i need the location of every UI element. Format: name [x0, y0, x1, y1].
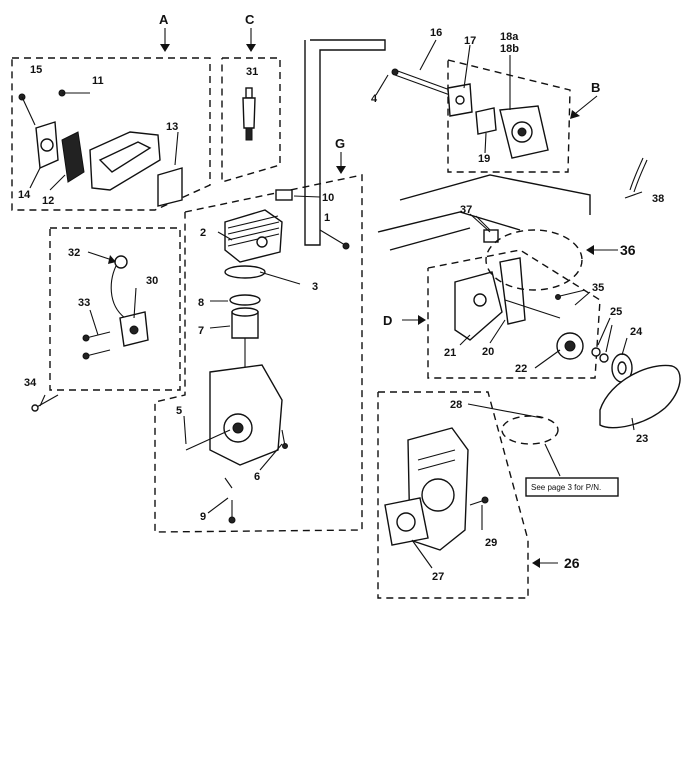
svg-text:19: 19: [478, 153, 490, 165]
svg-text:A: A: [159, 12, 169, 27]
svg-text:34: 34: [24, 377, 37, 389]
svg-text:18a: 18a: [500, 31, 519, 43]
group-label-c: C: [245, 12, 256, 52]
svg-text:3: 3: [312, 281, 318, 293]
bracket-20: [499, 257, 561, 325]
group-label-g: G: [335, 136, 346, 174]
group-box-a: [11, 57, 211, 211]
svg-text:9: 9: [200, 511, 206, 523]
housing-21: [454, 271, 503, 341]
callout-arrows: [39, 245, 618, 568]
screws-33: [82, 331, 111, 360]
svg-text:29: 29: [485, 537, 497, 549]
svg-text:11: 11: [92, 75, 104, 87]
screw-11: [58, 89, 90, 97]
fastener-37: [469, 213, 499, 243]
group-label-a: A: [159, 12, 170, 52]
screws-6: [281, 429, 288, 449]
group-box-d: [427, 249, 601, 379]
intake-19: [475, 107, 497, 135]
svg-text:25: 25: [610, 306, 622, 318]
svg-text:26: 26: [564, 555, 580, 571]
svg-text:2: 2: [200, 227, 206, 239]
svg-text:5: 5: [176, 405, 182, 417]
group-box-26: [377, 391, 529, 599]
cylinder: [224, 209, 283, 263]
svg-text:17: 17: [464, 35, 476, 47]
svg-text:D: D: [383, 313, 392, 328]
svg-text:20: 20: [482, 346, 494, 358]
piston: [231, 307, 259, 339]
svg-text:6: 6: [254, 471, 260, 483]
svg-text:G: G: [335, 136, 345, 151]
svg-text:31: 31: [246, 66, 258, 78]
screw-29: [469, 496, 489, 506]
svg-text:37: 37: [460, 204, 472, 216]
svg-text:23: 23: [636, 433, 648, 445]
fan-22: [556, 332, 584, 360]
spark-plug: [242, 87, 256, 141]
svg-text:12: 12: [42, 195, 54, 207]
dashed-ring-28: [501, 415, 559, 445]
screw-15: [18, 93, 36, 126]
ground-wire-34: [31, 394, 59, 412]
cover-23: [599, 364, 681, 429]
svg-text:8: 8: [198, 297, 204, 309]
group-label-b: B: [570, 80, 600, 119]
dashed-ring-36: [485, 229, 583, 291]
svg-text:1: 1: [324, 212, 330, 224]
svg-text:38: 38: [652, 193, 664, 205]
svg-text:See page 3 for P/N.: See page 3 for P/N.: [531, 483, 601, 492]
svg-text:30: 30: [146, 275, 158, 287]
svg-text:21: 21: [444, 347, 456, 359]
svg-text:35: 35: [592, 282, 604, 294]
note-box: See page 3 for P/N.: [525, 443, 619, 497]
part-labels: 15 11 13 14 12 31 10 1 2 3 8 7 5 6 9 32 …: [18, 27, 664, 583]
svg-text:10: 10: [322, 192, 334, 204]
svg-text:B: B: [591, 80, 600, 95]
group-box-g: [154, 174, 363, 533]
fuel-line-outline: [304, 39, 591, 251]
muffler-shield-10: [275, 189, 293, 201]
svg-text:27: 27: [432, 571, 444, 583]
leader-lines: [29, 39, 643, 569]
svg-text:32: 32: [68, 247, 80, 259]
svg-text:13: 13: [166, 121, 178, 133]
svg-text:28: 28: [450, 399, 462, 411]
screw-9: [224, 477, 236, 524]
air-filter-gasket: [157, 167, 183, 207]
svg-text:15: 15: [30, 64, 42, 76]
carburetor-18: [499, 105, 549, 159]
svg-text:4: 4: [371, 93, 378, 105]
svg-text:24: 24: [630, 326, 643, 338]
ignition-coil: [110, 255, 149, 347]
air-filter-element: [61, 131, 85, 183]
air-filter-base: [35, 121, 59, 170]
svg-text:16: 16: [430, 27, 442, 39]
carburetor-gasket-17: [447, 83, 473, 117]
group-box-c: [221, 57, 281, 183]
gasket-27: [384, 497, 429, 546]
svg-text:18b: 18b: [500, 43, 519, 55]
group-box-b: [447, 59, 571, 173]
throttle-cable-38: [629, 157, 648, 193]
crankcase: [185, 364, 283, 466]
screw-1: [319, 229, 350, 250]
svg-text:14: 14: [18, 189, 31, 201]
cylinder-gasket: [224, 265, 266, 279]
svg-text:36: 36: [620, 242, 636, 258]
svg-text:22: 22: [515, 363, 527, 375]
group-label-d: D: [383, 313, 426, 328]
piston-ring: [229, 294, 261, 306]
group-box-electrical: [49, 227, 181, 391]
fuel-hose-16: [391, 68, 451, 96]
svg-text:7: 7: [198, 325, 204, 337]
air-filter-cover: [89, 131, 161, 191]
screw-35: [555, 289, 586, 300]
svg-text:33: 33: [78, 297, 90, 309]
nut-25: [591, 347, 609, 363]
svg-text:C: C: [245, 12, 255, 27]
